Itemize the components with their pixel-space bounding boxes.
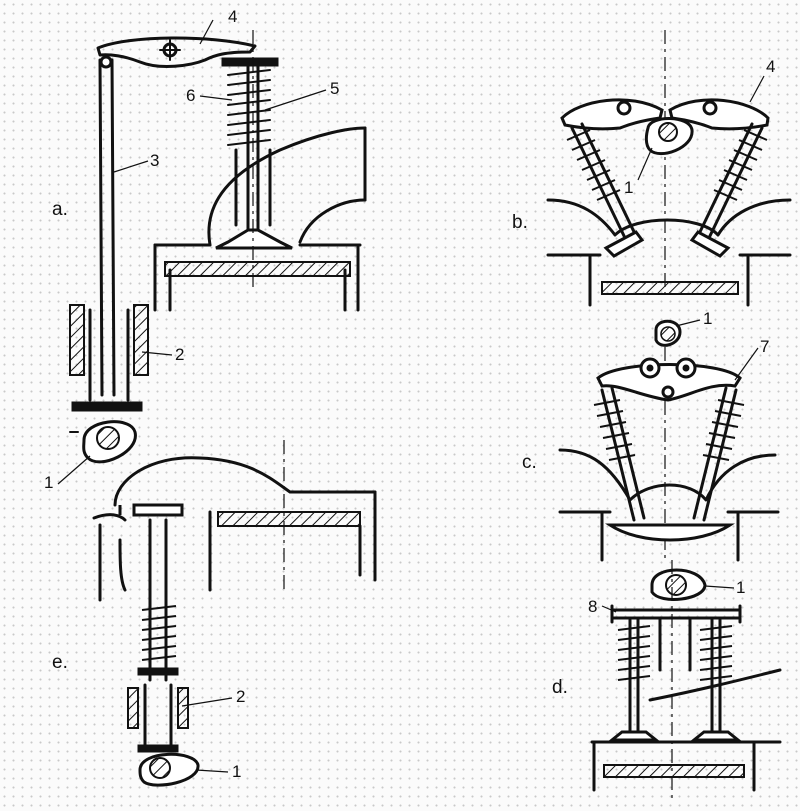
- label-e-1: 1: [232, 762, 241, 781]
- panel-a-letter: a.: [52, 199, 68, 220]
- valve-b-right: [706, 126, 764, 242]
- spring-retainer: [221, 57, 279, 67]
- panel-c-letter: c.: [522, 452, 537, 473]
- label-d-8: 8: [588, 597, 597, 616]
- label-b-1: 1: [624, 178, 633, 197]
- piston-e: [217, 511, 361, 527]
- piston-b: [601, 281, 739, 295]
- panel-e-letter: e.: [52, 652, 68, 673]
- valve-b-left: [570, 126, 628, 242]
- panel-d-letter: d.: [552, 677, 568, 698]
- tappet-guide-left: [69, 304, 85, 376]
- rocker-left: [560, 98, 664, 131]
- panel-b: b. 4 1: [512, 30, 792, 307]
- label-a-5: 5: [330, 79, 339, 98]
- piston-c: [605, 523, 735, 542]
- label-e-2: 2: [236, 687, 245, 706]
- panel-e: e. 2 1: [52, 440, 377, 787]
- label-a-3: 3: [150, 151, 159, 170]
- label-a-1: 1: [44, 473, 53, 492]
- bucket-bridge: [610, 608, 742, 620]
- piston-d: [603, 764, 745, 778]
- tappet-base: [71, 401, 143, 412]
- tappet-guide-right: [133, 304, 149, 376]
- label-c-7: 7: [760, 337, 769, 356]
- label-a-6: 6: [186, 86, 195, 105]
- panel-a: a. 4 6 5 3 2 1: [44, 7, 367, 492]
- label-d-1: 1: [736, 578, 745, 597]
- label-c-1: 1: [703, 309, 712, 328]
- label-a-4: 4: [228, 7, 237, 26]
- panel-d: d. 1 8: [552, 560, 782, 800]
- inlet-port: [207, 126, 367, 247]
- rocker-right: [668, 98, 770, 131]
- cylinder-head-e: [113, 456, 377, 507]
- push-rod: [98, 58, 104, 397]
- panel-c: c. 1 7: [522, 309, 780, 562]
- rocker-arm: [96, 36, 257, 68]
- valve-head: [215, 228, 293, 250]
- piston-crown: [164, 261, 351, 277]
- panel-b-letter: b.: [512, 212, 528, 233]
- label-a-2: 2: [175, 345, 184, 364]
- label-b-4: 4: [766, 57, 775, 76]
